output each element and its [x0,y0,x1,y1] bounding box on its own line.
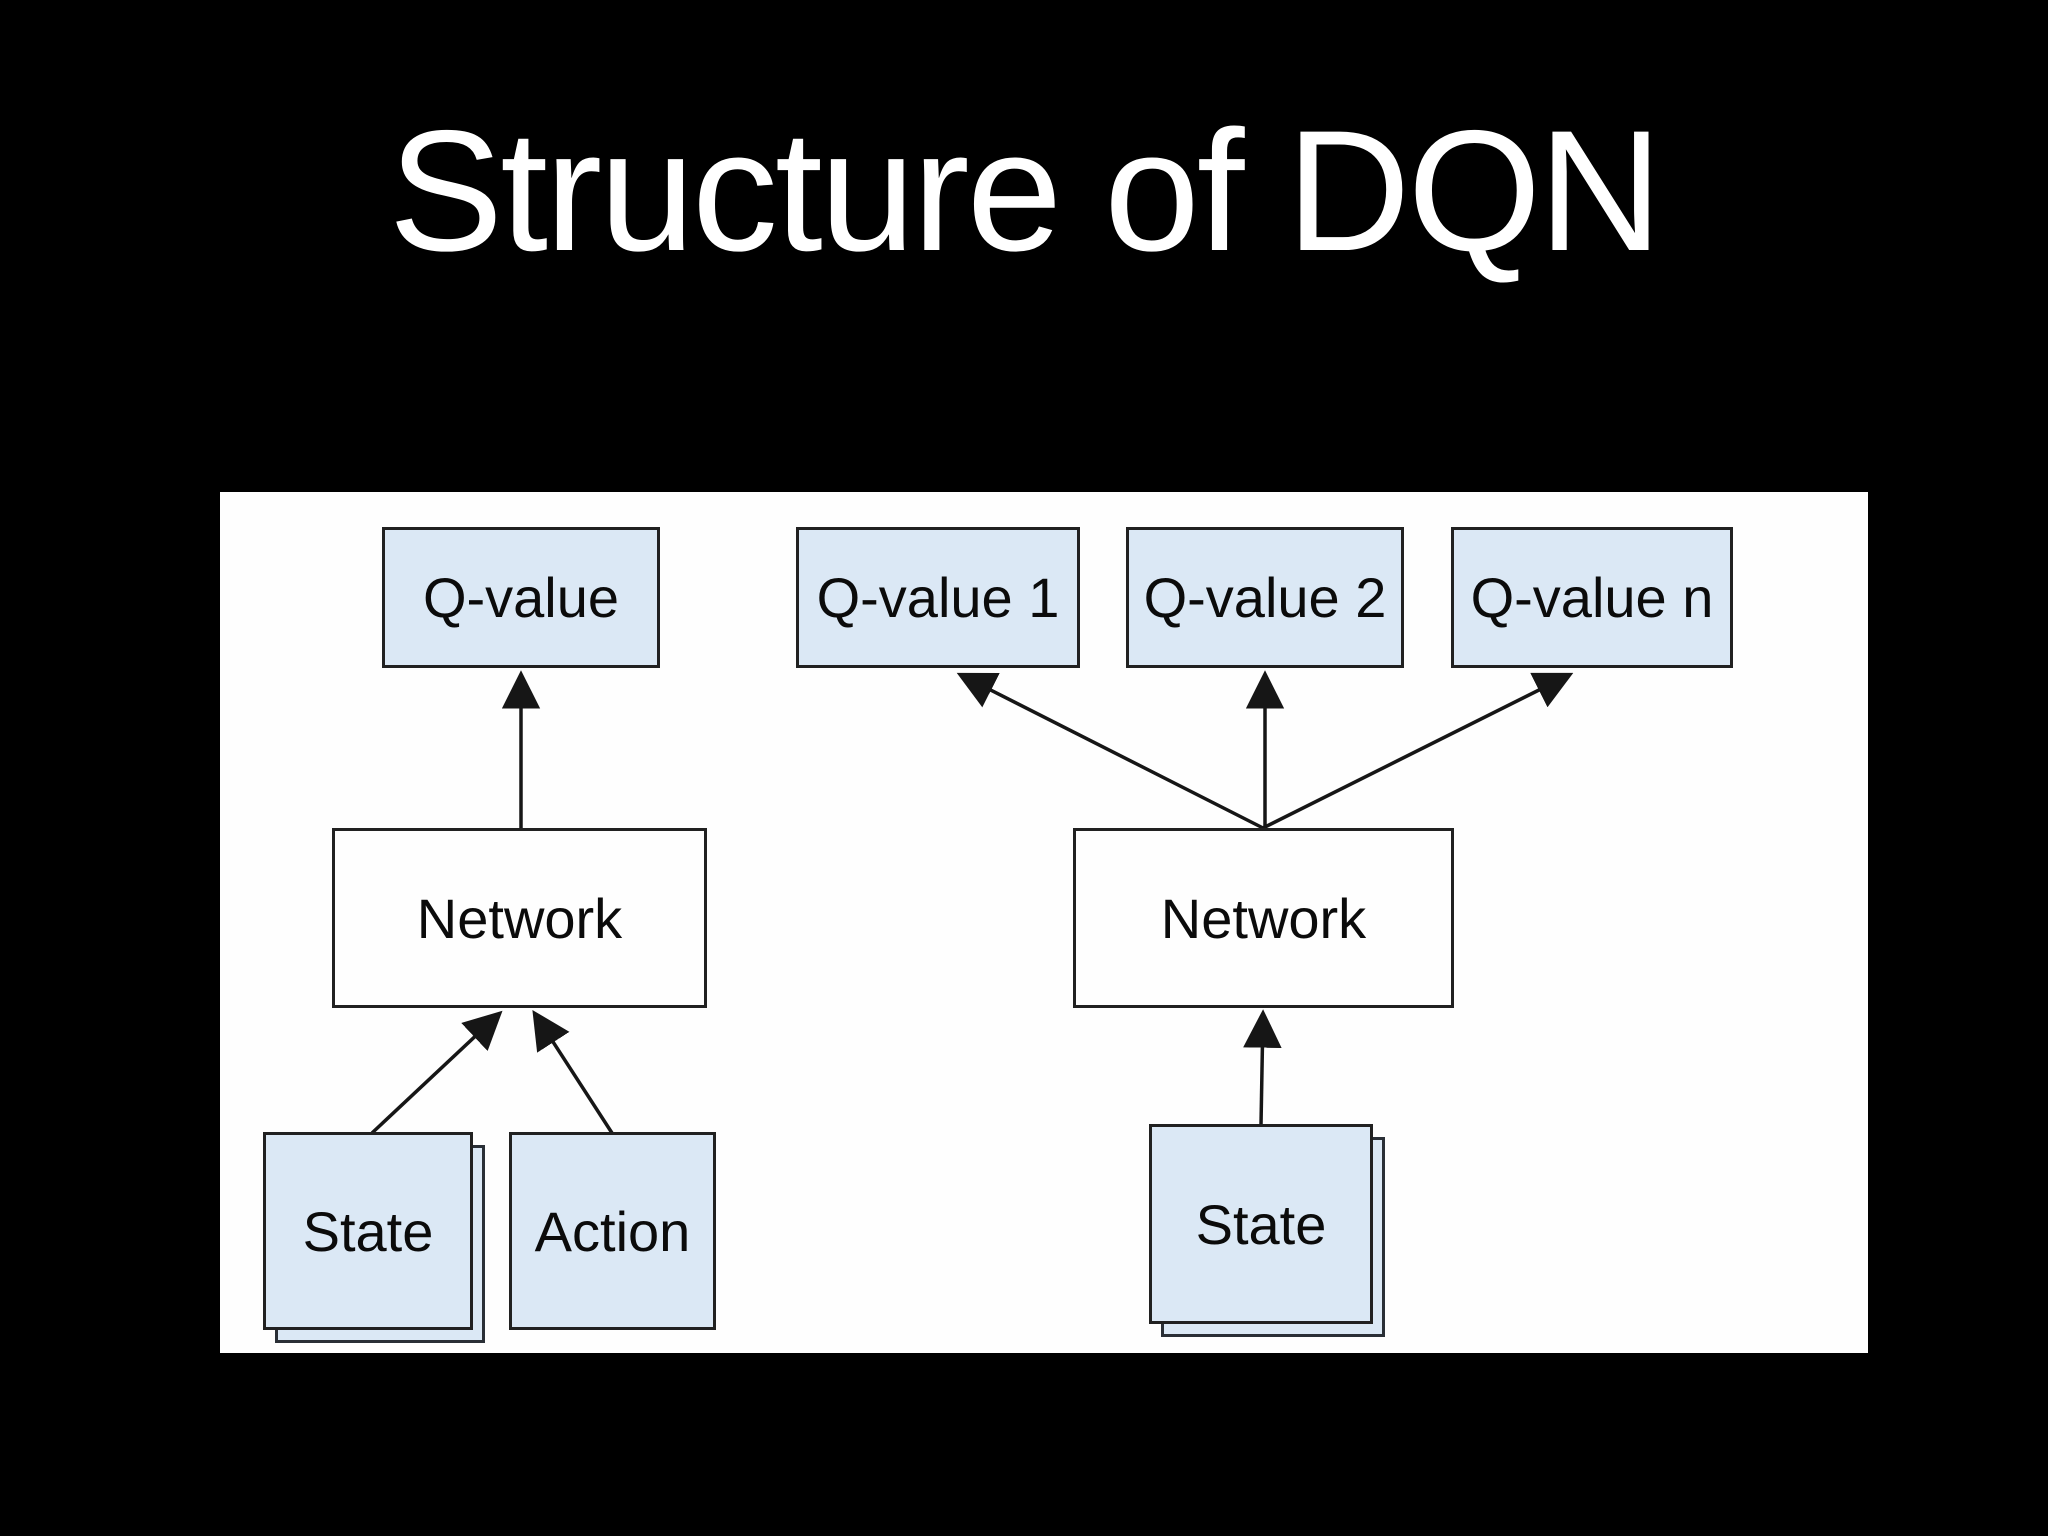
arrow-right-state-to-network [1243,1009,1282,1126]
arrow-right-network-to-qvaluen [1262,672,1574,830]
left-state-box: State [263,1132,473,1330]
slide-title: Structure of DQN [388,95,1662,287]
left-action-box: Action [509,1132,716,1330]
right-qvalue1-label: Q-value 1 [816,566,1060,629]
right-state-label: State [1195,1192,1327,1256]
left-qvalue-label: Q-value [422,566,620,629]
right-qvalue2-box: Q-value 2 [1126,527,1404,668]
right-qvalue2-label: Q-value 2 [1143,566,1387,629]
left-action-label: Action [534,1199,691,1263]
arrow-action-to-left-network [532,1009,614,1134]
right-network-box: Network [1073,828,1454,1008]
right-qvalue1-box: Q-value 1 [796,527,1080,668]
arrow-state-to-left-network [370,1010,503,1135]
right-qvaluen-box: Q-value n [1451,527,1733,668]
arrow-right-network-to-qvalue1 [956,672,1264,830]
right-qvaluen-label: Q-value n [1470,566,1714,629]
left-qvalue-box: Q-value [382,527,660,668]
left-network-label: Network [416,886,623,950]
right-network-label: Network [1160,886,1367,950]
right-state-box: State [1149,1124,1373,1324]
arrow-layer [370,670,1574,1135]
left-state-label: State [302,1199,434,1263]
left-network-box: Network [332,828,707,1008]
diagram-panel: Q-value Network State Action Q-value 1 Q… [220,492,1868,1353]
